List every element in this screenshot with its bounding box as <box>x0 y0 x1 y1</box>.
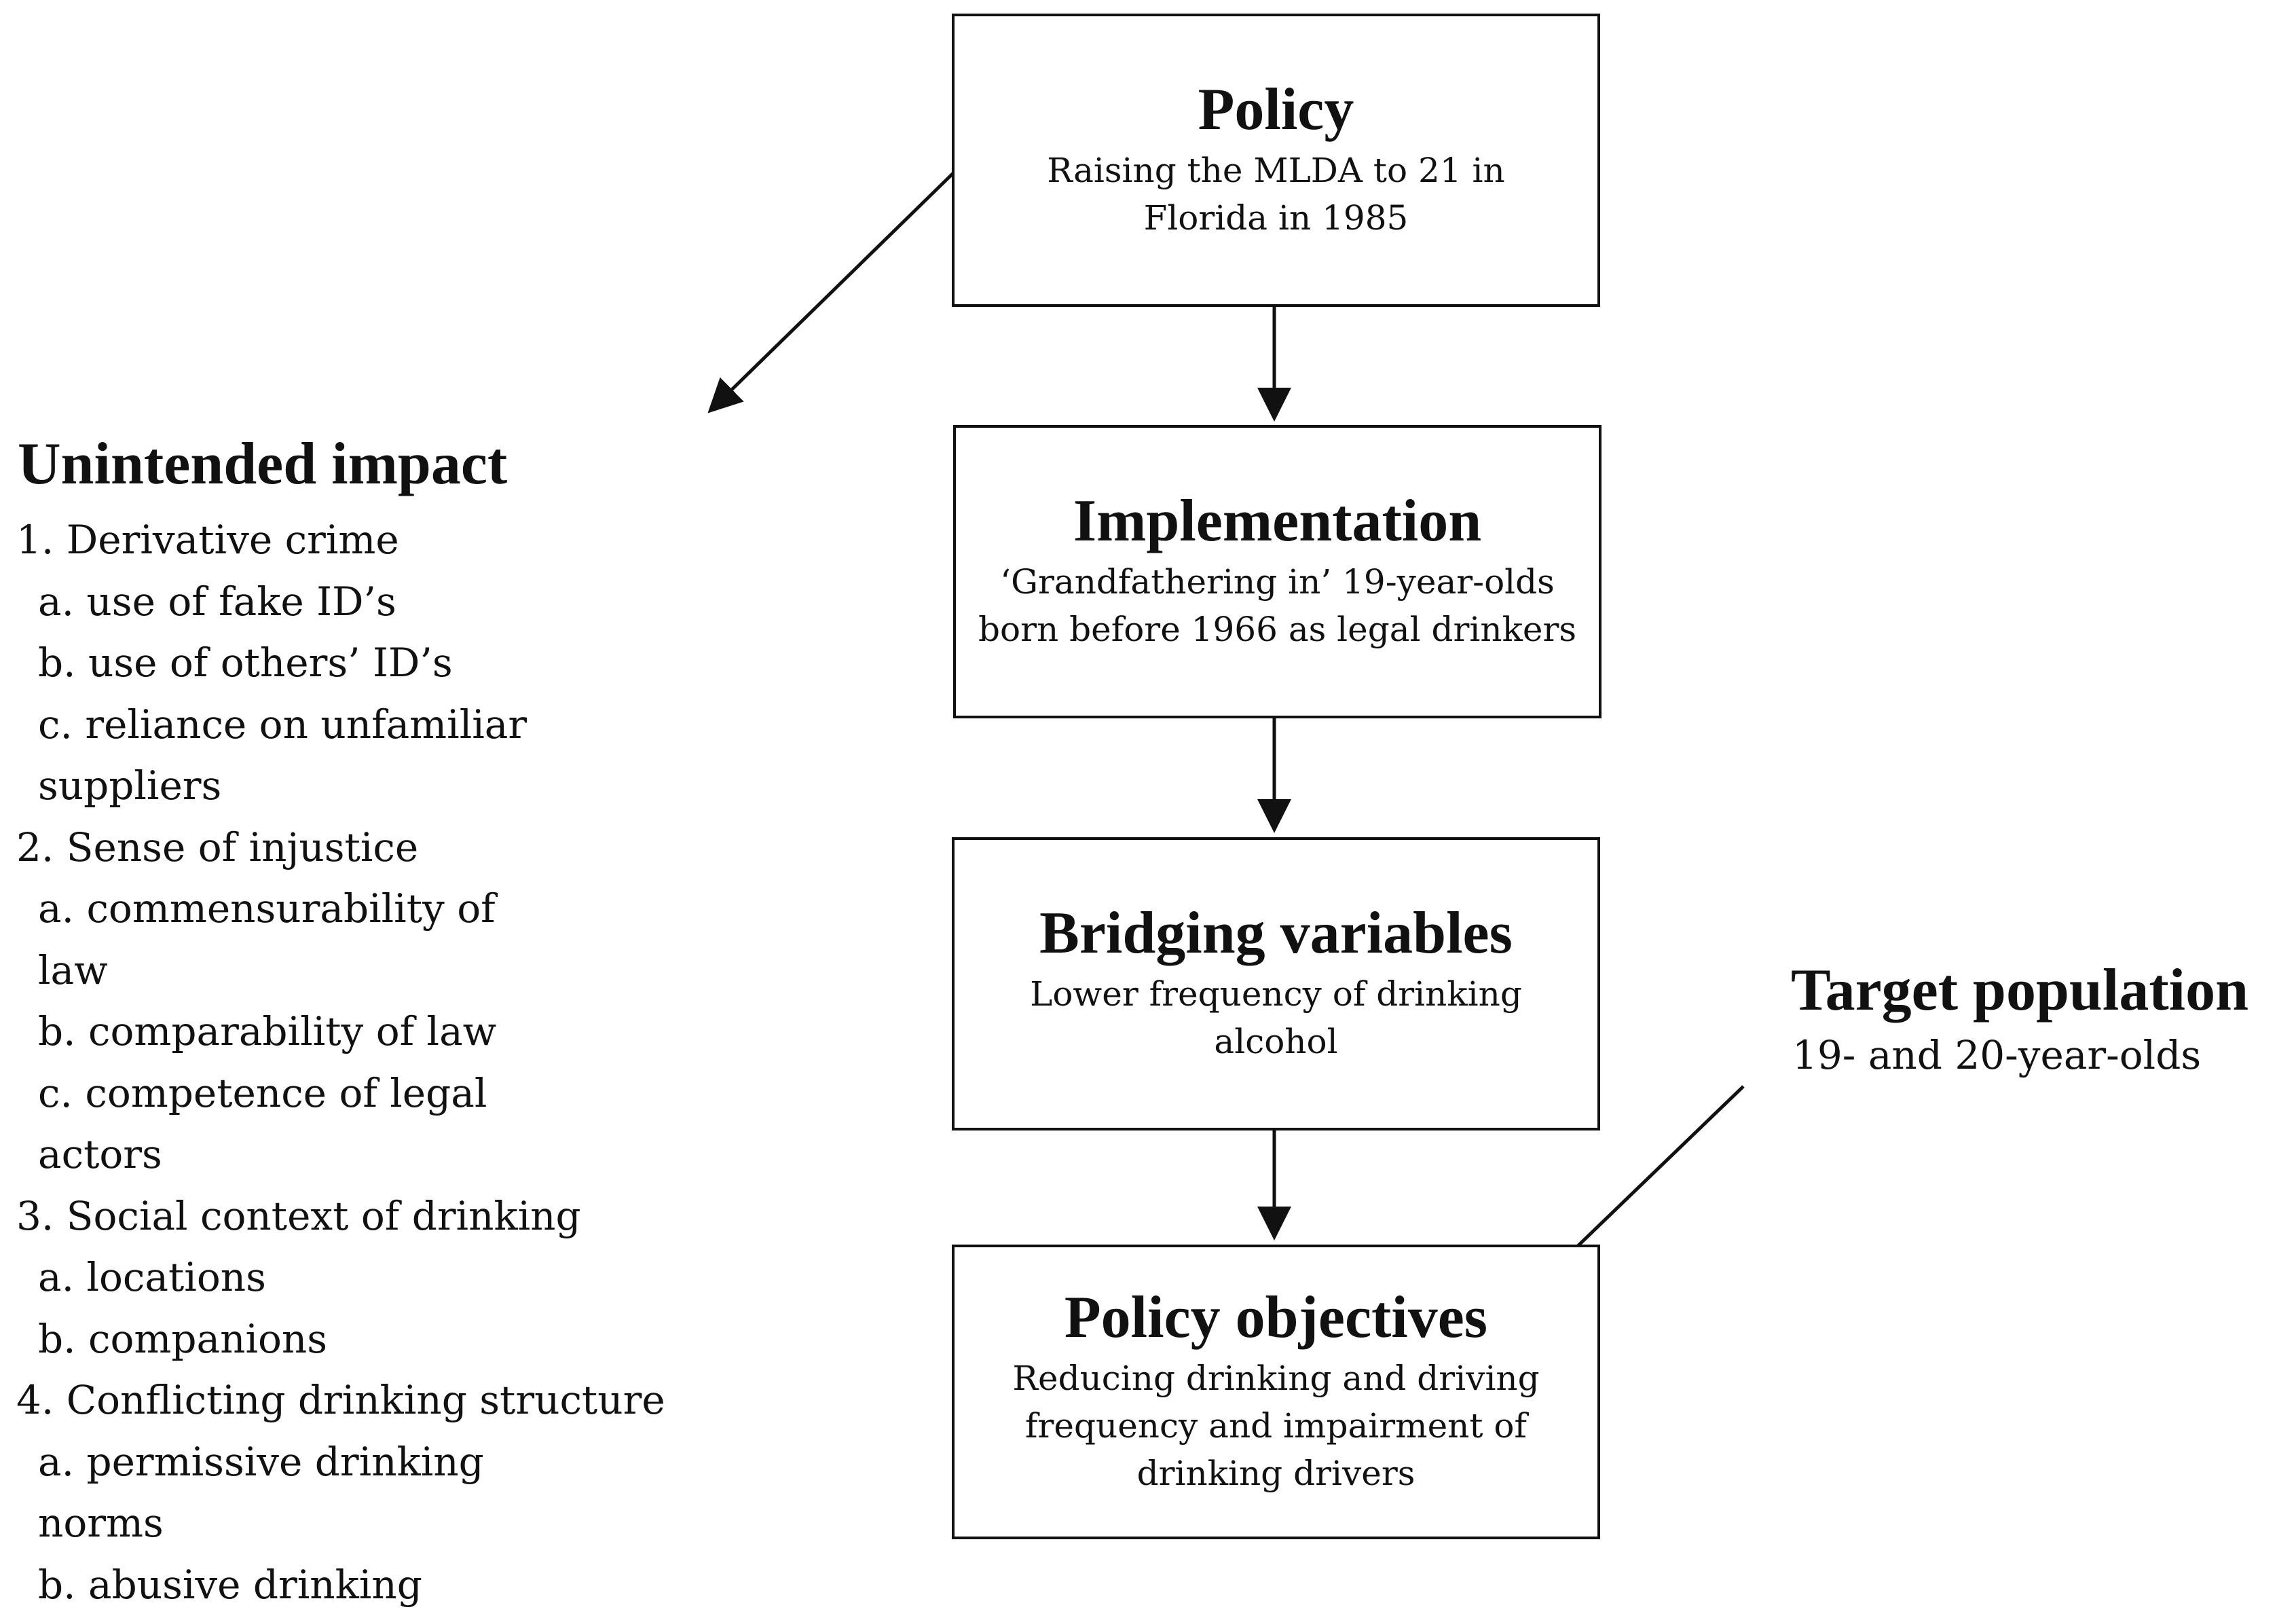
list-item: b. companions <box>38 1315 328 1362</box>
policy-objectives-box: Policy objectives Reducing drinking and … <box>952 1245 1600 1539</box>
list-item: 3. Social context of drinking <box>16 1192 581 1239</box>
list-item: b. use of others’ ID’s <box>38 640 453 686</box>
policy-line: Raising the MLDA to 21 in <box>1047 151 1505 191</box>
list-item: 2. Sense of injustice <box>16 824 419 870</box>
list-item: a. commensurability of <box>38 885 496 932</box>
list-item: a. permissive drinking <box>38 1438 484 1485</box>
implementation-description: ‘Grandfathering in’ 19-year-olds born be… <box>978 558 1576 653</box>
list-item: suppliers <box>38 762 222 809</box>
implementation-box: Implementation ‘Grandfathering in’ 19-ye… <box>953 425 1601 718</box>
bridging-variables-box: Bridging variables Lower frequency of dr… <box>952 837 1600 1130</box>
list-item: 1. Derivative crime <box>16 517 399 563</box>
bridging-line: Lower frequency of drinking <box>1030 974 1522 1014</box>
list-item: a. locations <box>38 1254 266 1300</box>
list-item: law <box>38 946 108 993</box>
implementation-line: born before 1966 as legal drinkers <box>978 610 1577 650</box>
unintended-impact-title: Unintended impact <box>18 431 508 497</box>
policy-box: Policy Raising the MLDA to 21 in Florida… <box>952 14 1600 307</box>
policy-objectives-title: Policy objectives <box>1064 1284 1488 1350</box>
target-population-title: Target population <box>1791 957 2249 1023</box>
bridging-line: alcohol <box>1214 1022 1338 1062</box>
list-item: a. use of fake ID’s <box>38 578 396 625</box>
list-item: b. abusive drinking <box>38 1561 422 1608</box>
policy-line: Florida in 1985 <box>1143 198 1409 238</box>
list-item: c. reliance on unfamiliar <box>38 701 527 748</box>
policy-title: Policy <box>1198 76 1354 143</box>
unintended-impact-list: 1. Derivative crime a. use of fake ID’s … <box>16 509 665 1615</box>
arrow-policy-to-unintended <box>707 145 982 413</box>
list-item: b. comparability of law <box>38 1008 497 1054</box>
list-item: actors <box>38 1131 162 1177</box>
objectives-line: frequency and impairment of <box>1025 1406 1527 1446</box>
objectives-line: drinking drivers <box>1136 1454 1415 1494</box>
list-item: 4. Conflicting drinking structure <box>16 1377 665 1423</box>
policy-objectives-description: Reducing drinking and driving frequency … <box>1012 1355 1539 1497</box>
policy-description: Raising the MLDA to 21 in Florida in 198… <box>1047 147 1504 242</box>
list-item: c. competence of legal <box>38 1069 487 1116</box>
list-item: norms <box>38 1500 164 1546</box>
bridging-variables-description: Lower frequency of drinking alcohol <box>1030 970 1522 1065</box>
objectives-line: Reducing drinking and driving <box>1012 1359 1540 1399</box>
bridging-variables-title: Bridging variables <box>1039 900 1513 966</box>
implementation-title: Implementation <box>1073 488 1482 554</box>
target-population-text: 19- and 20-year-olds <box>1792 1032 2202 1078</box>
implementation-line: ‘Grandfathering in’ 19-year-olds <box>1000 562 1555 602</box>
